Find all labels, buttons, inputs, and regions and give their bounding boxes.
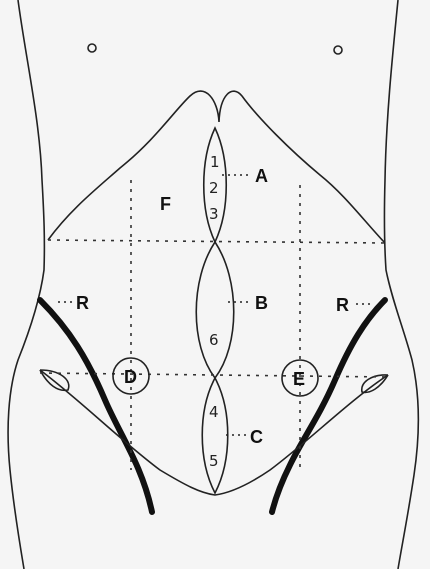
right-lateral-line xyxy=(272,300,385,512)
segment-number-5: 5 xyxy=(209,452,219,470)
segment-number-6: 6 xyxy=(209,331,219,349)
torso-right-outline xyxy=(384,0,418,569)
segment-number-3: 3 xyxy=(209,205,219,223)
torso-left-outline xyxy=(8,0,44,569)
label-e: E xyxy=(293,369,305,389)
rectus-segment-lower xyxy=(202,378,228,493)
segment-number-2: 2 xyxy=(209,179,219,197)
label-r-right: R xyxy=(336,295,349,315)
label-f: F xyxy=(160,194,171,214)
inguinal-line xyxy=(40,370,388,495)
right-nipple-icon xyxy=(334,46,342,54)
label-r-left: R xyxy=(76,293,89,313)
label-a: A xyxy=(255,166,268,186)
segment-number-1: 1 xyxy=(210,153,220,171)
label-d: D xyxy=(124,367,137,387)
label-b: B xyxy=(255,293,268,313)
left-lateral-line xyxy=(40,300,152,512)
segment-number-4: 4 xyxy=(209,403,219,421)
label-c: C xyxy=(250,427,263,447)
left-nipple-icon xyxy=(88,44,96,52)
rectus-segment-middle xyxy=(196,242,234,378)
